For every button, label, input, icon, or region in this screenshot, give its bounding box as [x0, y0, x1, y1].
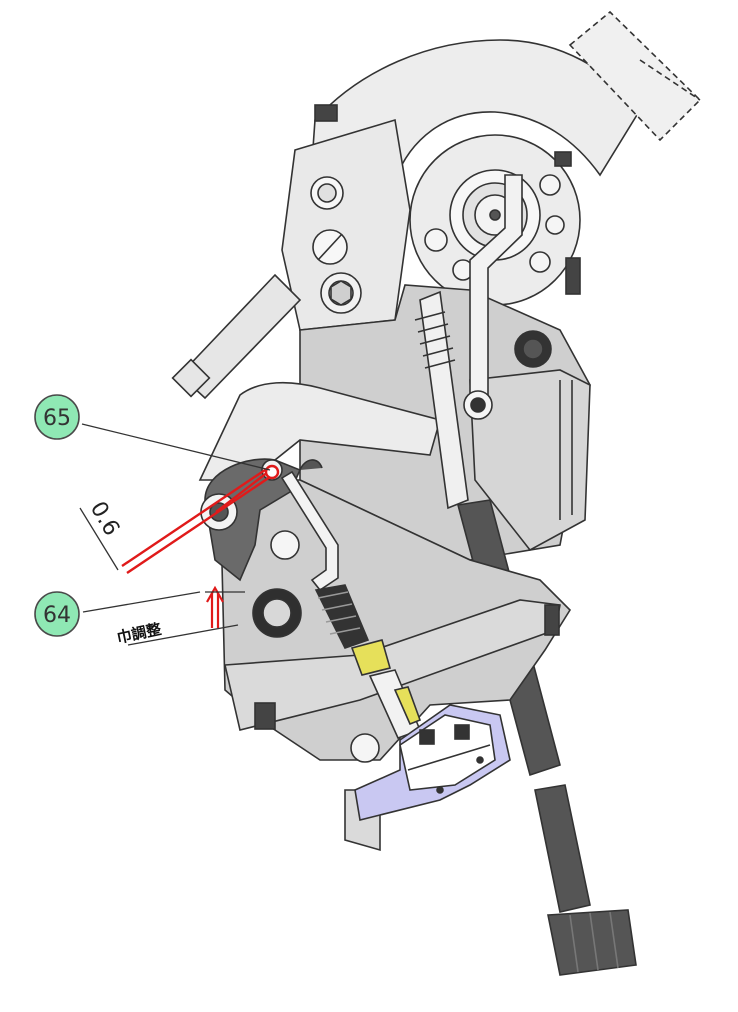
shaft-spring-upper [414, 311, 456, 369]
dimension-value: 0.6 [85, 498, 124, 541]
callout-64-number: 64 [43, 603, 71, 628]
upper-bolts [310, 104, 362, 314]
callout-65-number: 65 [43, 406, 71, 431]
lever-plate [198, 381, 441, 481]
green-callout-circle-icon [34, 394, 80, 440]
rod-end-cap [171, 358, 211, 398]
red-double-arrow [206, 585, 224, 628]
valve-body [354, 704, 511, 821]
cam-disc-assembly [409, 134, 581, 306]
lower-spring [314, 584, 370, 649]
green-callout-circle-icon [34, 591, 80, 637]
red-highlight-linkage [121, 464, 280, 574]
callout-65: 65 [34, 394, 80, 440]
callout-64: 64 [34, 591, 80, 637]
yellow-spacer [350, 639, 391, 676]
upper-link-rod [463, 174, 523, 420]
upper-frame [171, 10, 702, 400]
valve-stack [314, 584, 511, 821]
leader-lines [79, 423, 271, 646]
upper-right-block [568, 10, 702, 142]
lower-frame [219, 479, 572, 852]
